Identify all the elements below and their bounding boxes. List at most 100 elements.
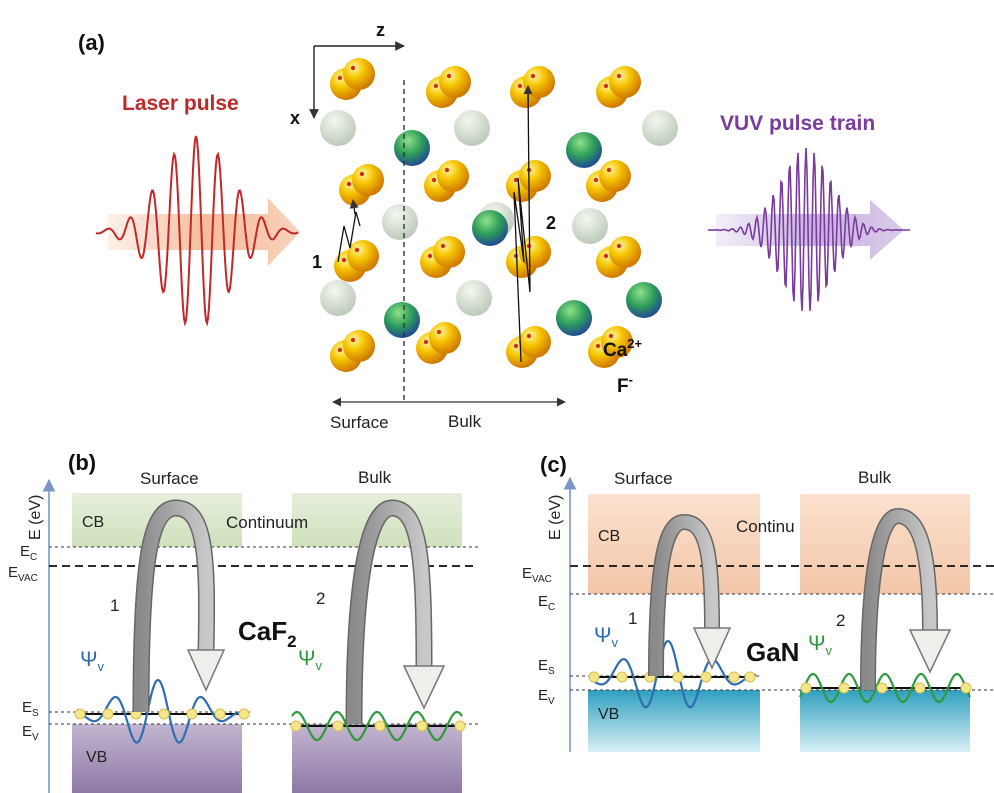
- panel-b-ec-label: EC: [20, 543, 37, 563]
- f-ion-marker: [517, 83, 523, 89]
- vuv-band: [716, 200, 904, 260]
- panel-c-bulk-title: Bulk: [858, 468, 892, 487]
- panel-b: (b) Surface Bulk E (eV) CB Continuum VB …: [8, 450, 478, 793]
- f-ion-marker: [436, 329, 442, 335]
- panel-b-psi-surface-symbol: Ψ: [80, 648, 98, 671]
- lattice-site: [800, 682, 812, 694]
- lattice-site: [616, 671, 628, 683]
- lattice-site: [102, 708, 114, 720]
- f-ion-pair: [426, 66, 471, 108]
- trajectory-2-zigzag: [513, 85, 531, 363]
- panel-b-ev-label: EV: [22, 723, 39, 743]
- panel-b-surface-wavefunction: [77, 678, 247, 744]
- panel-c-bulk-vb: [800, 690, 970, 752]
- f-ion: [519, 160, 551, 192]
- trajectory-1-label: 1: [312, 252, 322, 272]
- f-ion-pair: [420, 236, 465, 278]
- f-ion-pair: [334, 240, 379, 282]
- f-ion: [352, 164, 384, 196]
- f-ion-marker: [616, 243, 622, 249]
- f-ion-pair: [506, 326, 551, 368]
- panel-c-arc-1: [648, 513, 732, 677]
- f-ion: [343, 58, 375, 90]
- ca-ion: [556, 300, 592, 336]
- panel-c-evac-sub: VAC: [532, 574, 552, 585]
- panel-b-material-sub: 2: [287, 632, 296, 651]
- f-ion-marker: [423, 339, 429, 345]
- f-ion-pair: [339, 164, 384, 206]
- panel-c-psi-surface-symbol: Ψ: [594, 624, 612, 647]
- f-ion-pair: [596, 66, 641, 108]
- panel-c-energy-axis-label: E (eV): [547, 495, 564, 540]
- panel-c-arc-2-body: [861, 509, 937, 691]
- f-ion-marker: [431, 177, 437, 183]
- f-ion-marker: [440, 243, 446, 249]
- panel-b-material-symbol: CaF: [238, 616, 287, 646]
- f-ion: [601, 326, 633, 358]
- f-ion-marker: [350, 337, 356, 343]
- panel-b-material-label: CaF2: [238, 616, 297, 651]
- surface-label: Surface: [330, 413, 389, 432]
- panel-b-psi-bulk-sub: v: [316, 658, 323, 673]
- panel-b-arc-1-body: [134, 500, 214, 713]
- panel-c-psi-bulk-sub: v: [826, 643, 833, 658]
- panel-b-bulk-wavefunction: [291, 710, 463, 742]
- panel-c-surface-title: Surface: [614, 469, 673, 488]
- ca-ion: [472, 210, 508, 246]
- panel-b-arc-2-label: 2: [316, 589, 325, 608]
- panel-c-psi-surface-sub: v: [612, 635, 619, 650]
- panel-b-surface-atoms: [74, 708, 250, 720]
- f-ion-marker: [513, 343, 519, 349]
- f-ion: [343, 330, 375, 362]
- ca-ion-charge: 2+: [627, 336, 642, 351]
- panel-b-label: (b): [68, 450, 96, 475]
- panel-b-surface-title: Surface: [140, 469, 199, 488]
- ca-ion: [384, 302, 420, 338]
- f-ion: [519, 326, 551, 358]
- f-ion-marker: [606, 167, 612, 173]
- panel-c-psi-bulk: Ψv: [808, 632, 833, 658]
- lattice-site: [700, 671, 712, 683]
- panel-c-vb-label: VB: [598, 706, 619, 723]
- f-ion-marker: [354, 247, 360, 253]
- panel-b-bulk-vb: [292, 724, 462, 793]
- lattice-site: [960, 682, 972, 694]
- x-axis-label: x: [290, 108, 300, 128]
- lattice-site: [876, 682, 888, 694]
- f-ion-pair: [586, 160, 631, 202]
- crystal-lattice: [320, 58, 678, 372]
- vuv-pulse-title: VUV pulse train: [720, 112, 875, 135]
- panel-b-bulk-atoms: [290, 720, 466, 732]
- panel-b-evac-sub: VAC: [18, 573, 38, 584]
- f-ion-marker: [359, 171, 365, 177]
- f-ion-marker: [616, 73, 622, 79]
- trajectory-2: 2: [513, 85, 556, 363]
- panel-c-ev-symbol: E: [538, 687, 548, 704]
- panel-b-psi-bulk: Ψv: [298, 647, 323, 673]
- f-ion-pair: [588, 326, 633, 368]
- f-ion-marker: [433, 83, 439, 89]
- panel-c-es-sub: S: [548, 666, 555, 677]
- f-ion-charge: -: [629, 372, 633, 387]
- ghost-ion: [454, 110, 490, 146]
- panel-c-evac-symbol: E: [522, 565, 532, 582]
- laser-pulse-arrow: [95, 135, 300, 327]
- f-ion: [599, 160, 631, 192]
- laser-band: [108, 198, 300, 266]
- ghost-ion: [456, 280, 492, 316]
- f-ion: [437, 160, 469, 192]
- f-ion-pair: [416, 322, 461, 364]
- lattice-site: [672, 671, 684, 683]
- f-ion-marker: [530, 73, 536, 79]
- f-ion-marker: [337, 347, 343, 353]
- ca-ion: [626, 282, 662, 318]
- ca-ion: [394, 130, 430, 166]
- f-ion: [429, 322, 461, 354]
- panel-b-psi-surface: Ψv: [80, 648, 105, 674]
- panel-c-arc-1-body: [649, 515, 719, 677]
- f-ion-pair: [330, 58, 375, 100]
- f-ion-label: F-: [617, 372, 633, 397]
- ghost-ion: [320, 280, 356, 316]
- panel-c-arc-1-head: [692, 627, 732, 670]
